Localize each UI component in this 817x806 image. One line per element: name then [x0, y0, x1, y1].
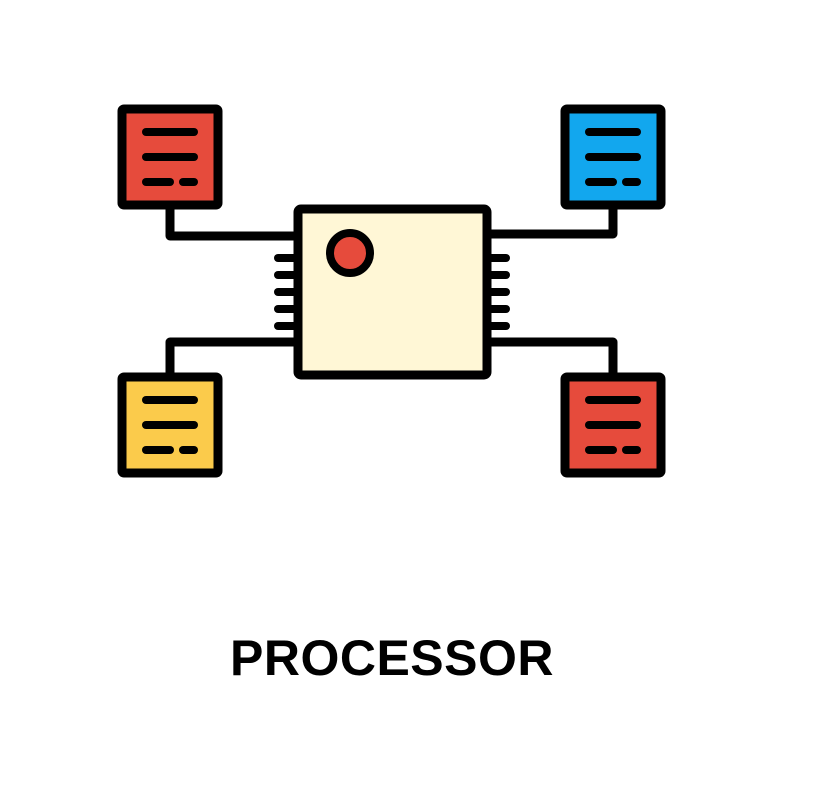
connector-lines	[165, 202, 618, 380]
caption-title: PROCESSOR	[229, 630, 554, 686]
chip-icon	[293, 204, 492, 380]
document-bottom-left-icon	[117, 372, 223, 478]
connector-top-left	[165, 202, 303, 241]
connector-bottom-right	[482, 337, 618, 380]
chip-dot	[326, 229, 374, 277]
document-bottom-right-icon	[560, 372, 666, 478]
connector-bottom-left	[165, 337, 303, 380]
document-top-right-icon	[560, 104, 666, 210]
connector-top-right	[482, 202, 618, 239]
document-top-left-icon	[117, 104, 223, 210]
